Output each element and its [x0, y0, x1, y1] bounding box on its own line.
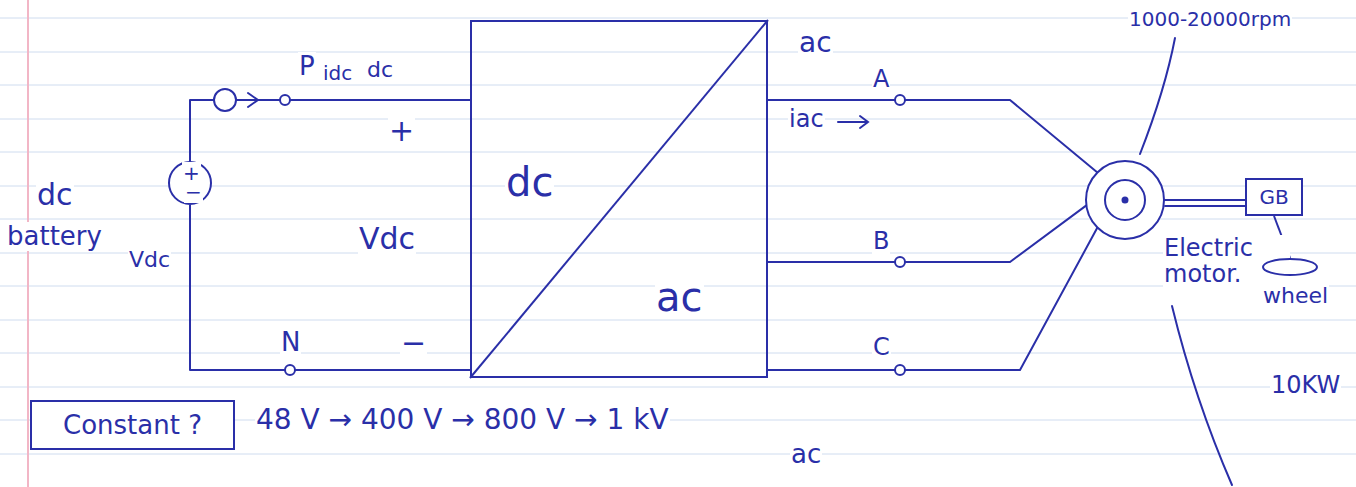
- voltage-label: Vdc: [128, 248, 171, 272]
- phase-label: B: [872, 228, 890, 254]
- node-text: −: [184, 181, 203, 203]
- converter-box: dc ac: [470, 20, 768, 378]
- node-text: ac: [655, 275, 704, 319]
- power-note: 10KW: [1270, 372, 1341, 398]
- wheel-symbol-outline: [1262, 258, 1318, 276]
- motor-symbol: Electric motor.: [1085, 160, 1165, 240]
- terminal: [895, 257, 905, 267]
- motor-stator: [1086, 161, 1164, 239]
- speed-note: 1000-20000rpm: [1128, 8, 1292, 30]
- box-outline: [471, 21, 767, 377]
- battery-label: dc: [36, 178, 74, 211]
- current-arrow: [838, 116, 868, 128]
- terminal-name: N: [280, 328, 301, 357]
- terminal: [280, 95, 290, 105]
- phase-label: C: [872, 334, 891, 360]
- leader-line: [1140, 38, 1175, 154]
- battery-label: battery: [6, 222, 103, 251]
- wire: [190, 205, 470, 370]
- signal-label: ac: [790, 440, 822, 469]
- wire: [768, 100, 1097, 172]
- terminal: [285, 365, 295, 375]
- source-circle: [169, 162, 211, 204]
- motor-symbol-outline: [1085, 160, 1165, 240]
- leader-line: [1172, 306, 1232, 485]
- wire: [1164, 199, 1245, 201]
- shaft-line: [1165, 205, 1245, 207]
- wire: [768, 205, 1086, 262]
- wire: [768, 228, 1097, 370]
- terminal-name: P: [298, 52, 316, 81]
- polarity-sign: −: [400, 326, 427, 359]
- voltage-levels-note: 48 V → 400 V → 800 V → 1 kV: [255, 405, 670, 436]
- current-label: idc: [322, 62, 353, 84]
- ruled-lines: [0, 18, 1356, 454]
- current-label: iac: [788, 106, 825, 132]
- node-circle: [214, 89, 236, 111]
- signal-label: dc: [366, 58, 394, 82]
- polarity-sign: +: [388, 114, 415, 147]
- node-text: Constant ?: [62, 411, 203, 440]
- motor-rotor: [1105, 180, 1145, 220]
- diagonal-line: [470, 20, 768, 378]
- signal-label: ac: [798, 28, 833, 59]
- wheel-ellipse: [1263, 259, 1317, 275]
- node-text: GB: [1258, 186, 1289, 208]
- note-box: Constant ?: [30, 400, 235, 450]
- phase-label: A: [872, 66, 890, 92]
- node-text: dc: [505, 160, 554, 204]
- voltage-source: +−: [168, 161, 212, 205]
- terminal: [895, 95, 905, 105]
- voltage-label: Vdc: [358, 222, 416, 255]
- wheel-symbol: wheel: [1262, 258, 1318, 276]
- motor-axis: [1123, 198, 1128, 203]
- gearbox-box: GB: [1245, 178, 1303, 216]
- node-text: wheel: [1262, 284, 1329, 308]
- terminal: [895, 365, 905, 375]
